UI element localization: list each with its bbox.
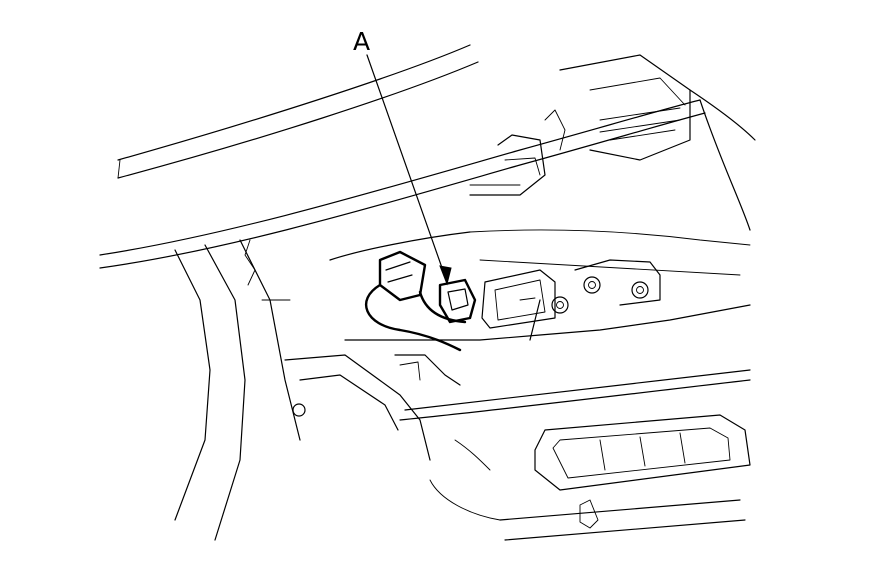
electrical-connector	[438, 278, 477, 324]
callout-label: A	[353, 27, 370, 56]
housing-bolts	[551, 276, 649, 314]
harness-connector	[364, 250, 467, 352]
left-support-pillar	[174, 239, 301, 541]
upper-vent-assembly	[544, 54, 756, 231]
blower-grille	[429, 414, 751, 541]
bolt-icon	[292, 403, 306, 417]
heater-housing	[329, 229, 751, 421]
mounting-bracket	[469, 134, 546, 196]
dashboard-top-panel	[99, 44, 706, 269]
arrowhead-icon	[439, 265, 452, 286]
bolt-icon	[583, 276, 601, 294]
bolt-icon	[631, 281, 649, 299]
actuator-motor	[481, 259, 661, 341]
leader-line	[366, 54, 448, 283]
callout-a: A	[353, 27, 452, 286]
lower-bracket	[284, 354, 461, 461]
bolt-icon	[551, 296, 569, 314]
